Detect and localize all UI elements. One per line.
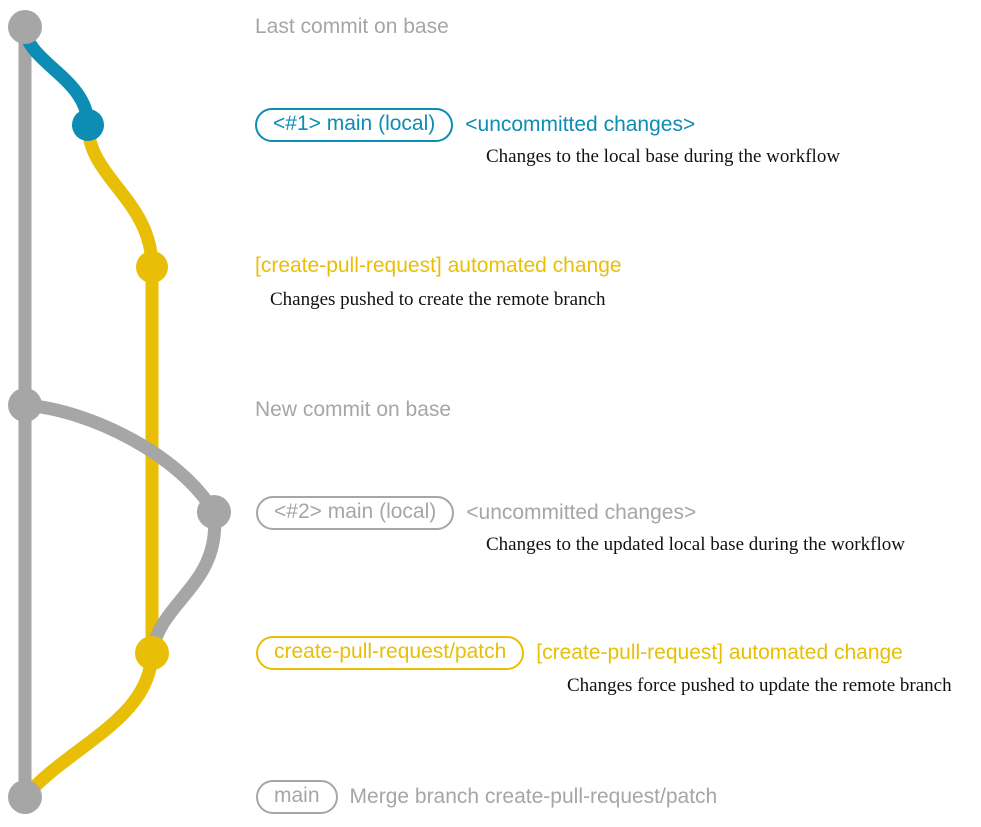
- commit-node-patch-1[interactable]: [136, 251, 168, 283]
- commit-subject-uncommitted-2: <uncommitted changes>: [466, 501, 697, 524]
- commit-subject-automated-change-2: [create-pull-request] automated change: [536, 641, 903, 664]
- commit-row-merge: main Merge branch create-pull-request/pa…: [256, 780, 717, 814]
- branch-pill-create-pull-request-patch[interactable]: create-pull-request/patch: [256, 636, 525, 670]
- branch-pill-main-local-2[interactable]: <#2> main (local): [256, 496, 455, 530]
- commit-node-patch-2[interactable]: [135, 636, 169, 670]
- branch-pill-main[interactable]: main: [256, 780, 338, 814]
- commit-subject-last-commit-on-base: Last commit on base: [255, 15, 449, 38]
- commit-row-local-1: <#1> main (local) <uncommitted changes>: [255, 108, 695, 142]
- commit-subject-merge: Merge branch create-pull-request/patch: [349, 785, 718, 808]
- commit-node-last-base[interactable]: [8, 10, 42, 44]
- commit-node-merge[interactable]: [8, 780, 42, 814]
- commit-description-local-1: Changes to the local base during the wor…: [486, 146, 841, 167]
- commit-node-local-1[interactable]: [72, 109, 104, 141]
- commit-row-local-2: <#2> main (local) <uncommitted changes>: [256, 496, 696, 530]
- edge-newbase-to-local2: [18, 398, 221, 519]
- edge-local2-to-patch2: [145, 505, 222, 660]
- commit-row-patch-2: create-pull-request/patch [create-pull-r…: [256, 636, 903, 670]
- commit-subject-automated-change-1: [create-pull-request] automated change: [255, 254, 622, 277]
- commit-description-automated-change-1: Changes pushed to create the remote bran…: [270, 289, 606, 310]
- branch-pill-main-local-1[interactable]: <#1> main (local): [255, 108, 454, 142]
- commit-subject-uncommitted-1: <uncommitted changes>: [465, 113, 696, 136]
- commit-node-new-base[interactable]: [8, 388, 42, 422]
- commit-node-local-2[interactable]: [197, 495, 231, 529]
- edge-local1-to-patch1: [81, 118, 159, 274]
- commit-description-local-2: Changes to the updated local base during…: [486, 534, 905, 555]
- edge-patch2-to-merge: [18, 646, 159, 804]
- commit-subject-new-commit-on-base: New commit on base: [255, 398, 452, 421]
- commit-description-automated-change-2: Changes force pushed to update the remot…: [567, 675, 952, 696]
